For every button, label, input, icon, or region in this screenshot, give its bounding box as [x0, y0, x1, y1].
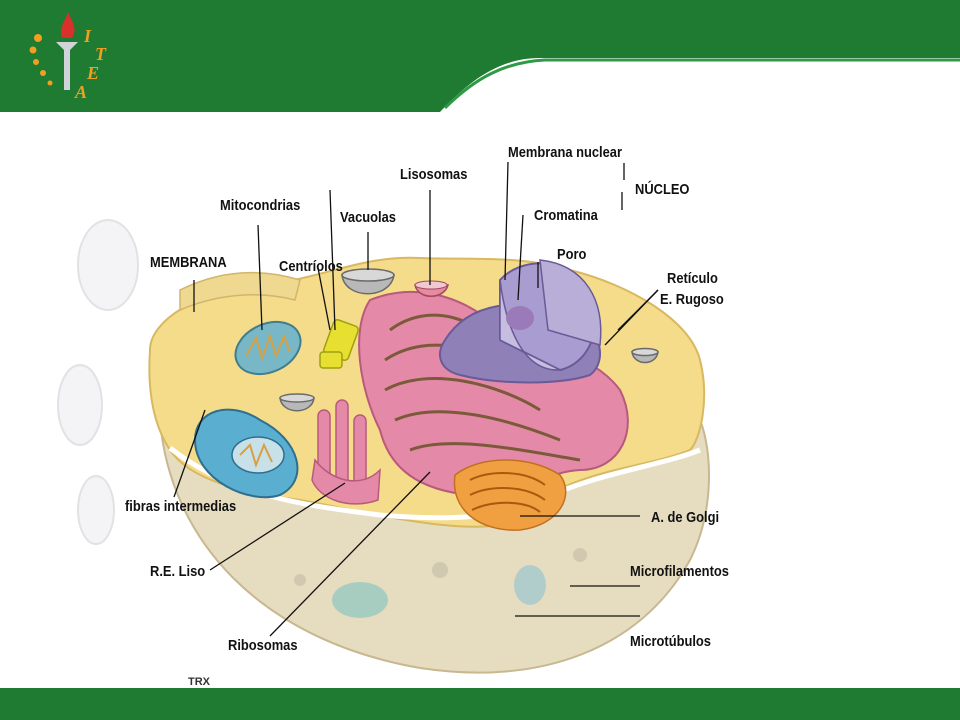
logo-letter-a: A — [74, 82, 87, 102]
vacuoles — [279, 268, 395, 412]
label-microfilamentos: Microfilamentos — [630, 563, 729, 580]
itea-logo — [29, 12, 78, 90]
label-microtubulos: Microtúbulos — [630, 633, 711, 650]
label-golgi: A. de Golgi — [651, 509, 720, 526]
header-band — [0, 0, 960, 112]
background-bubbles — [57, 219, 139, 545]
label-ribosomas: Ribosomas — [228, 637, 298, 654]
cell-diagram — [148, 256, 710, 674]
label-e-rugoso: E. Rugoso — [660, 291, 724, 308]
leader-lines — [173, 161, 659, 637]
footer-band — [0, 688, 960, 720]
mitochondria — [193, 320, 302, 499]
golgi — [453, 459, 567, 531]
logo-letter-e: E — [86, 63, 99, 83]
label-nucleo: NÚCLEO — [635, 181, 690, 198]
label-cromatina: Cromatina — [534, 207, 598, 224]
label-reticulo: Retículo — [667, 270, 718, 287]
label-membrana-nuclear: Membrana nuclear — [508, 144, 622, 161]
label-lisosomas: Lisosomas — [400, 166, 468, 183]
label-mitocondrias: Mitocondrias — [220, 197, 301, 214]
logo-letter-t: T — [95, 44, 107, 64]
centrioles — [319, 319, 359, 369]
label-vacuolas: Vacuolas — [340, 209, 396, 226]
logo-letter-i: I — [83, 26, 92, 46]
label-re-liso: R.E. Liso — [150, 563, 206, 580]
label-poro: Poro — [557, 246, 587, 263]
label-centriolos: Centríolos — [279, 258, 343, 275]
footer-text: TRX — [188, 676, 210, 688]
lysosome — [414, 280, 449, 297]
label-membrana: MEMBRANA — [150, 254, 227, 271]
nucleus — [439, 259, 602, 384]
label-fibras-intermedias: fibras intermedias — [125, 498, 237, 515]
